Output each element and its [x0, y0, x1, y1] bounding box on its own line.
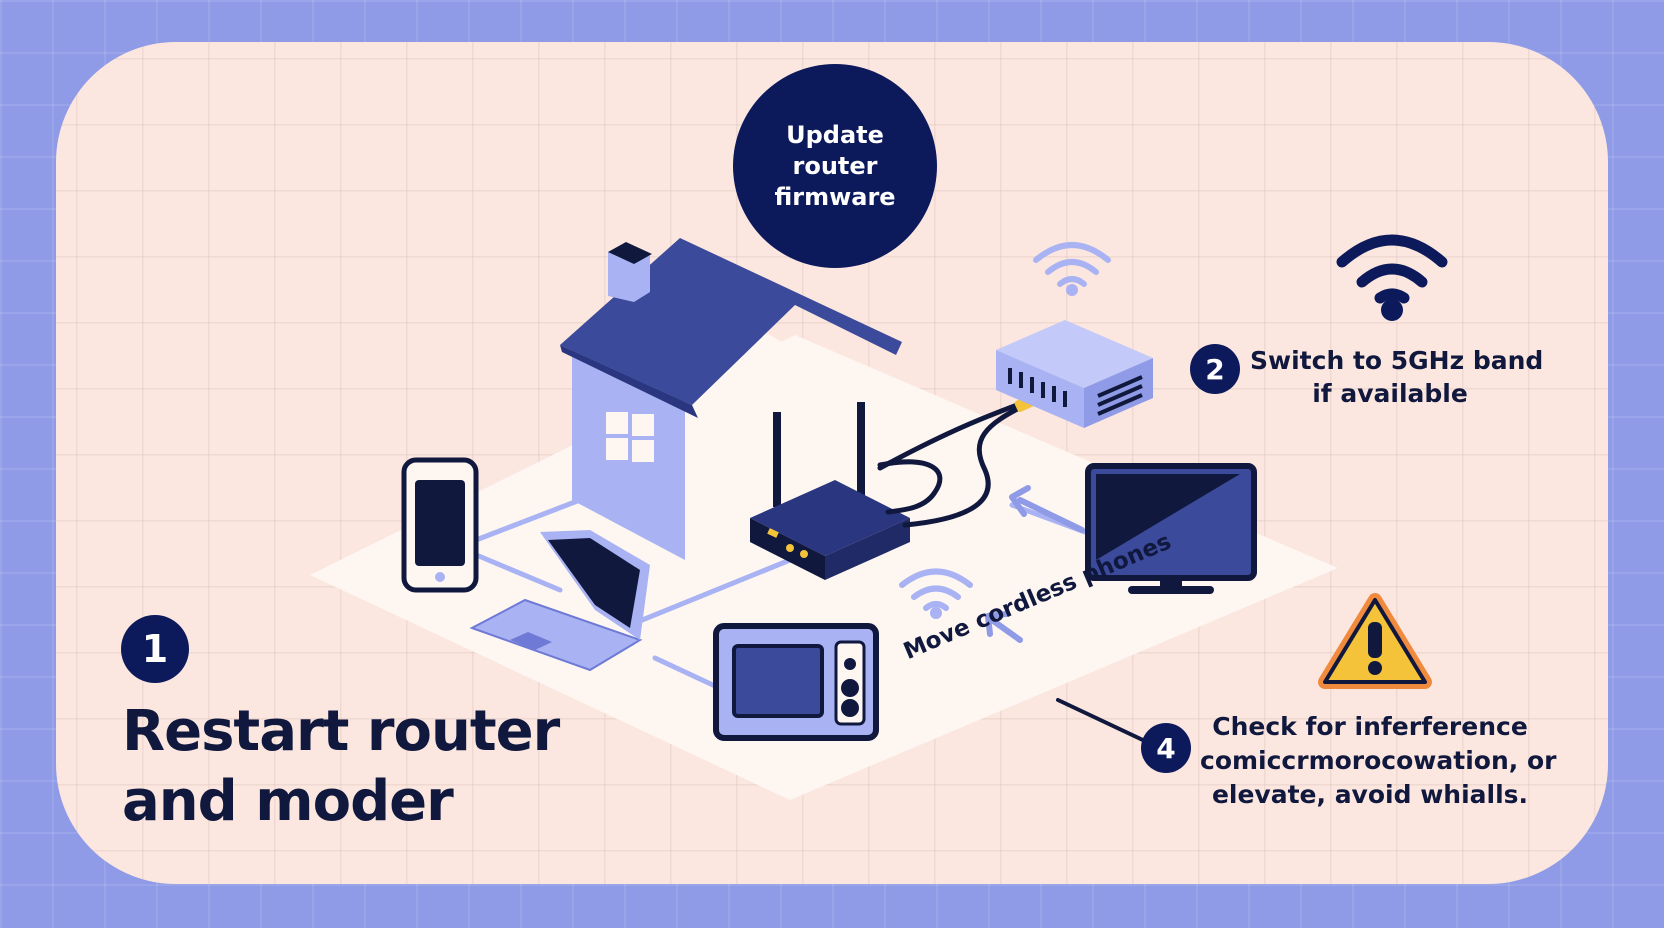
step-1-badge: 1 [121, 615, 189, 683]
warning-icon [1318, 593, 1432, 689]
step-4-line-1: Check for inferference [1212, 712, 1528, 741]
arrow-icon [985, 611, 1023, 643]
laptop-icon [469, 530, 650, 672]
firmware-line-1: Update router [786, 120, 884, 180]
step-2-line-1: Switch to 5GHz band [1250, 346, 1544, 375]
step-1-line-1: Restart router [122, 699, 560, 764]
step-4-line-3: elevate, avoid whialls. [1211, 780, 1529, 809]
wifi-dot [1066, 284, 1078, 296]
step-4-line-2: comiccrmorocowation, or [1200, 746, 1557, 775]
wifi-dot [930, 607, 942, 619]
tv-icon [1085, 463, 1257, 594]
smartphone-icon [401, 457, 479, 593]
wifi-dot [1381, 299, 1403, 321]
wifi-icon [899, 568, 973, 611]
pointer-line [1056, 698, 1147, 743]
step-2-badge: 2 [1190, 344, 1240, 394]
step-1-line-2: and moder [122, 769, 454, 834]
step-4-label: Check for inferference comiccrmorocowati… [1200, 710, 1557, 812]
step-4-badge: 4 [1141, 723, 1191, 773]
router-icon [750, 402, 910, 580]
microwave-icon [713, 623, 879, 741]
firmware-badge: Update router firmware [733, 64, 937, 268]
wifi-icon [1336, 234, 1448, 304]
firmware-label: Update router firmware [745, 120, 925, 213]
step-2-label: Switch to 5GHz band if available [1250, 344, 1544, 410]
step-1-title: Restart router and moder [122, 697, 560, 837]
step-2-line-2: if available [1312, 379, 1468, 408]
firmware-line-2: firmware [774, 182, 896, 211]
modem-icon [996, 320, 1153, 428]
house-window [606, 412, 654, 462]
arrow-icon [1009, 485, 1085, 533]
wifi-icon [1033, 242, 1111, 287]
router-cables [877, 399, 1028, 528]
